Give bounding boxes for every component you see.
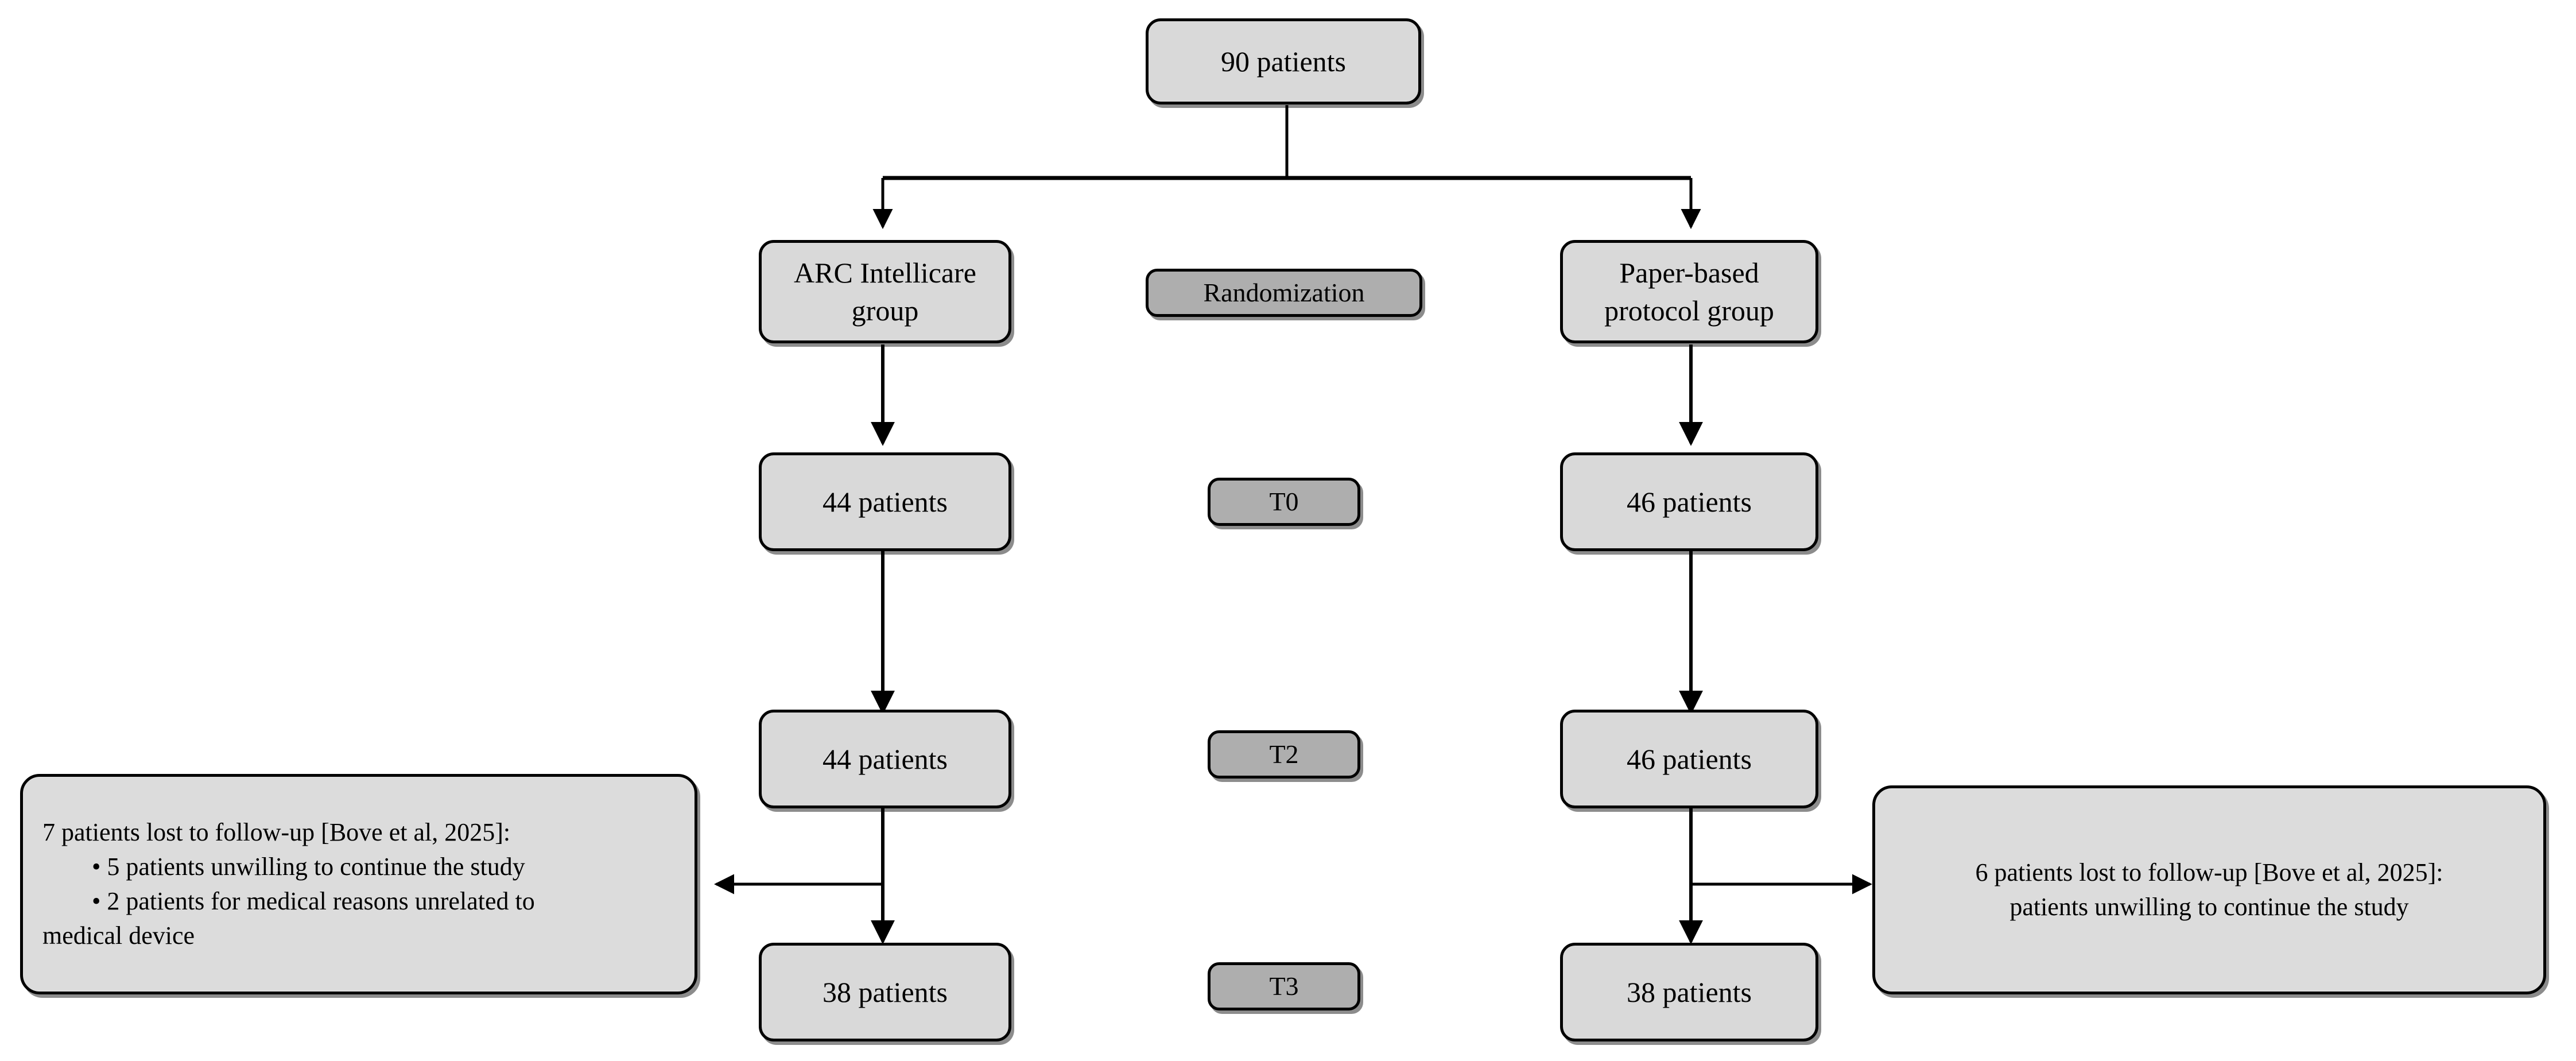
node-left-t2[interactable]: 44 patients: [759, 710, 1011, 808]
node-right-t0[interactable]: 46 patients: [1560, 452, 1818, 551]
timepoint-t0[interactable]: T0: [1208, 478, 1360, 526]
note-left-dropout-bullet-2: • 2 patients for medical reasons unrelat…: [92, 887, 535, 915]
node-left-t2-label: 44 patients: [822, 743, 948, 775]
node-arm-right-title[interactable]: Paper-based protocol group: [1560, 240, 1818, 343]
node-left-t0-label: 44 patients: [822, 486, 948, 518]
node-arm-left-title[interactable]: ARC Intellicare group: [759, 240, 1011, 343]
node-left-t3[interactable]: 38 patients: [759, 943, 1011, 1041]
node-left-t3-label: 38 patients: [822, 976, 948, 1008]
note-left-dropout-bullet-2-continuation: medical device: [42, 921, 195, 950]
node-right-t3-label: 38 patients: [1626, 976, 1752, 1008]
node-right-t2-label: 46 patients: [1626, 743, 1752, 775]
timepoint-t0-label: T0: [1269, 486, 1299, 516]
node-enrollment-label: 90 patients: [1220, 45, 1347, 78]
timepoint-randomization[interactable]: Randomization: [1146, 269, 1422, 317]
timepoint-t2-label: T2: [1269, 739, 1299, 769]
note-right-dropout-body: 6 patients lost to follow-up [Bove et al…: [1875, 855, 2543, 924]
note-left-dropout-bullet-1: • 5 patients unwilling to continue the s…: [92, 853, 525, 881]
node-enrollment[interactable]: 90 patients: [1146, 18, 1421, 104]
node-left-t0[interactable]: 44 patients: [759, 452, 1011, 551]
note-right-dropout-text: patients unwilling to continue the study: [2009, 893, 2409, 921]
node-right-t3[interactable]: 38 patients: [1560, 943, 1818, 1041]
note-right-dropout-heading: 6 patients lost to follow-up [Bove et al…: [1975, 858, 2443, 887]
note-left-dropout-body: 7 patients lost to follow-up [Bove et al…: [23, 815, 695, 952]
node-right-t2[interactable]: 46 patients: [1560, 710, 1818, 808]
timepoint-t3[interactable]: T3: [1208, 962, 1360, 1010]
node-arm-right-title-label: Paper-based protocol group: [1604, 257, 1774, 327]
node-arm-left-title-label: ARC Intellicare group: [794, 257, 976, 327]
timepoint-randomization-label: Randomization: [1203, 277, 1365, 307]
timepoint-t3-label: T3: [1269, 971, 1299, 1001]
note-left-dropout[interactable]: 7 patients lost to follow-up [Bove et al…: [20, 774, 697, 994]
note-left-dropout-heading: 7 patients lost to follow-up [Bove et al…: [42, 818, 511, 847]
edge-enrollment-to-split: [872, 105, 1701, 230]
note-right-dropout[interactable]: 6 patients lost to follow-up [Bove et al…: [1872, 785, 2546, 994]
timepoint-t2[interactable]: T2: [1208, 730, 1360, 779]
node-right-t0-label: 46 patients: [1626, 486, 1752, 518]
